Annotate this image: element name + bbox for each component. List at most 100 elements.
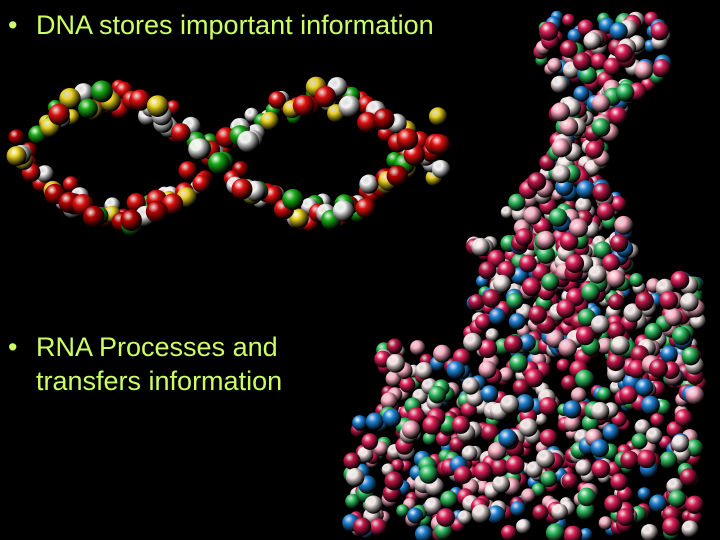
bullet-marker: • — [8, 10, 18, 40]
atom-sphere — [561, 472, 578, 490]
atom-sphere — [559, 232, 579, 251]
atom-sphere — [428, 107, 448, 126]
atom-sphere — [503, 334, 523, 354]
atom-sphere — [551, 102, 570, 122]
atom-sphere — [492, 475, 510, 494]
atom-sphere — [575, 459, 592, 476]
atom-sphere — [478, 339, 498, 359]
atom-sphere — [422, 431, 437, 446]
bullet-dna: • DNA stores important information — [8, 8, 434, 42]
atom-sphere — [178, 161, 198, 180]
atom-sphere — [614, 215, 634, 235]
atom-sphere — [78, 98, 98, 119]
atom-sphere — [649, 358, 668, 378]
atom-sphere — [314, 85, 337, 108]
atom-sphere — [615, 83, 635, 102]
atom-sphere — [471, 237, 490, 257]
atom-sphere — [36, 165, 54, 183]
atom-sphere — [428, 385, 447, 404]
atom-sphere — [650, 412, 665, 427]
atom-sphere — [407, 407, 425, 425]
atom-sphere — [631, 433, 648, 450]
atom-sphere — [488, 308, 506, 325]
atom-sphere — [616, 508, 635, 526]
atom-sphere — [614, 43, 633, 63]
atom-sphere — [608, 293, 625, 311]
atom-sphere — [361, 433, 379, 450]
atom-sphere — [422, 415, 442, 435]
atom-sphere — [539, 428, 558, 447]
atom-sphere — [497, 261, 516, 280]
atom-sphere — [485, 328, 499, 342]
atom-sphere — [505, 455, 525, 475]
atom-sphere — [512, 378, 530, 396]
atom-sphere — [170, 122, 191, 143]
atom-sphere — [606, 269, 626, 289]
atom-sphere — [538, 397, 558, 416]
atom-sphere — [609, 22, 628, 41]
atom-sphere — [579, 528, 593, 540]
atom-sphere — [581, 283, 600, 302]
atom-sphere — [634, 419, 651, 435]
atom-sphere — [446, 360, 466, 380]
atom-sphere — [620, 450, 639, 470]
bullet-text-rna-line2: transfers information — [36, 366, 283, 396]
atom-sphere — [596, 337, 614, 354]
atom-sphere — [369, 518, 387, 536]
atom-sphere — [440, 490, 458, 509]
atom-sphere — [510, 501, 526, 517]
atom-sphere — [572, 52, 592, 71]
atom-sphere — [570, 387, 587, 403]
atom-sphere — [565, 254, 585, 273]
atom-sphere — [640, 524, 659, 540]
atom-sphere — [419, 464, 439, 484]
atom-sphere — [188, 138, 210, 160]
atom-sphere — [575, 326, 595, 346]
atom-sphere — [357, 446, 374, 463]
atom-sphere — [592, 182, 612, 202]
atom-sphere — [487, 442, 507, 461]
atom-sphere — [559, 39, 578, 58]
atom-sphere — [674, 409, 693, 427]
atom-sphere — [591, 94, 611, 113]
atom-sphere — [608, 106, 627, 125]
atom-sphere — [650, 22, 669, 41]
atom-sphere — [559, 117, 579, 137]
atom-sphere — [634, 291, 654, 311]
atom-sphere — [490, 458, 509, 477]
atom-sphere — [500, 394, 520, 414]
atom-sphere — [637, 487, 651, 501]
atom-sphere — [332, 200, 354, 222]
atom-sphere — [48, 103, 70, 126]
atom-sphere — [518, 334, 536, 352]
atom-sphere — [391, 458, 404, 472]
atom-sphere — [120, 209, 142, 231]
atom-sphere — [652, 59, 671, 77]
atom-sphere — [8, 129, 25, 145]
atom-sphere — [396, 504, 410, 518]
atom-sphere — [386, 338, 403, 355]
atom-sphere — [63, 176, 79, 193]
atom-sphere — [670, 270, 690, 290]
atom-sphere — [527, 172, 547, 192]
atom-sphere — [386, 354, 405, 373]
atom-sphere — [359, 174, 379, 194]
atom-sphere — [338, 95, 361, 118]
atom-sphere — [685, 495, 704, 514]
atom-sphere — [590, 315, 610, 334]
atom-sphere — [451, 415, 470, 434]
atom-sphere — [506, 292, 524, 310]
atom-sphere — [401, 420, 421, 440]
atom-sphere — [382, 408, 402, 428]
atom-sphere — [518, 418, 538, 437]
atom-sphere — [561, 375, 577, 391]
atom-sphere — [521, 488, 536, 504]
atom-sphere — [83, 205, 105, 228]
atom-sphere — [623, 303, 643, 323]
atom-sphere — [558, 338, 577, 358]
atom-sphere — [602, 253, 621, 272]
atom-sphere — [567, 28, 582, 44]
atom-sphere — [610, 336, 630, 355]
atom-sphere — [569, 218, 588, 238]
